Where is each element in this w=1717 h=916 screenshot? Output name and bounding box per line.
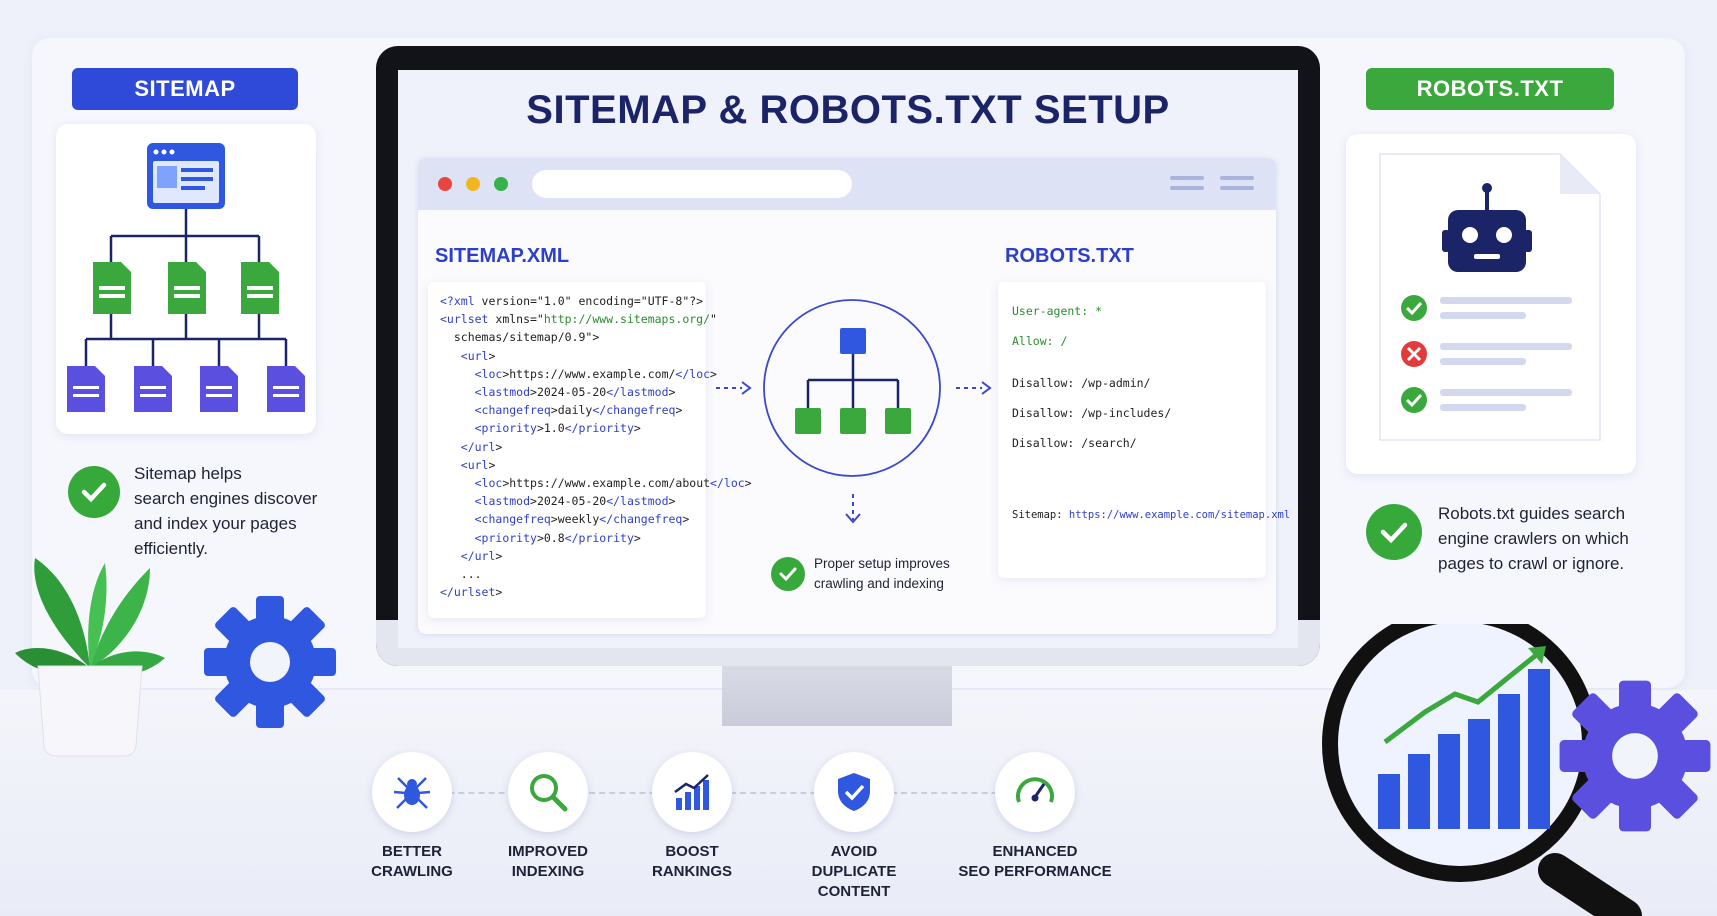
desc-line: and index your pages xyxy=(134,514,297,533)
sitemap-directive: Sitemap: https://www.example.com/sitemap… xyxy=(1012,506,1290,524)
code-line: </url> xyxy=(460,439,503,454)
desc-line: engine crawlers on which xyxy=(1438,529,1629,548)
robots-badge: ROBOTS.TXT xyxy=(1366,68,1614,110)
feature-better-crawling: BETTER CRAWLING xyxy=(356,752,468,882)
code-line: <priority>1.0</priority> xyxy=(474,421,641,436)
sitemap-label: Sitemap: xyxy=(1012,509,1063,521)
desc-line: search engines discover xyxy=(134,489,318,508)
note-line: Proper setup improves xyxy=(814,556,950,571)
robots-code-card: User-agent: * Allow: / Disallow: /wp-adm… xyxy=(998,282,1290,578)
gear-icon xyxy=(204,596,336,728)
code-line: <url> xyxy=(460,348,496,363)
sitemap-url-link[interactable]: https://www.example.com/sitemap.xml xyxy=(1068,509,1291,521)
feature-label: IMPROVED xyxy=(507,843,588,860)
sitemap-code-block: <?xml version="1.0" encoding="UTF-8"?> <u… xyxy=(440,292,752,601)
gauge-icon xyxy=(995,752,1075,832)
maximize-window-icon[interactable] xyxy=(494,177,508,191)
bar-chart-icon xyxy=(652,752,732,832)
magnifier-chart-icon xyxy=(1322,624,1642,916)
disallow-line: Disallow: /wp-admin/ xyxy=(1012,376,1151,390)
site-structure-diagram xyxy=(716,299,992,524)
sitemap-tree-card xyxy=(56,124,316,434)
code-line: <url> xyxy=(460,457,496,472)
sitemap-description: Sitemap helps search engines discover an… xyxy=(134,461,334,561)
code-line: <changefreq>daily</changefreq> xyxy=(474,403,683,418)
feature-label: SEO PERFORMANCE xyxy=(958,863,1112,880)
desc-line: efficiently. xyxy=(134,539,209,558)
feature-label: INDEXING xyxy=(511,863,585,880)
shield-check-icon xyxy=(814,752,894,832)
feature-label: ENHANCED xyxy=(992,843,1078,860)
feature-label: BOOST xyxy=(665,843,719,860)
gear-icon xyxy=(1559,680,1711,832)
setup-check-icon xyxy=(771,557,805,591)
feature-enhanced-seo-performance: ENHANCED SEO PERFORMANCE xyxy=(955,752,1115,882)
robots-document-card xyxy=(1346,134,1636,474)
page-title: SITEMAP & ROBOTS.TXT SETUP xyxy=(526,88,1170,132)
code-line: <loc>https://www.example.com/about</loc> xyxy=(474,476,752,491)
plant-icon xyxy=(15,558,165,757)
sitemap-xml-heading: SITEMAP.XML xyxy=(435,245,570,267)
disallow-line: Disallow: /wp-includes/ xyxy=(1012,406,1172,420)
minimize-window-icon[interactable] xyxy=(466,177,480,191)
user-agent-line: User-agent: * xyxy=(1012,304,1103,318)
code-line: <lastmod>2024-05-20</lastmod> xyxy=(474,385,676,400)
disallow-line: Disallow: /search/ xyxy=(1012,436,1137,450)
close-window-icon[interactable] xyxy=(438,177,452,191)
code-line: schemas/sitemap/0.9"> xyxy=(440,330,600,345)
code-line: <lastmod>2024-05-20</lastmod> xyxy=(474,494,676,509)
address-bar[interactable] xyxy=(532,170,852,198)
robot-document-icon xyxy=(1379,153,1601,441)
code-line: <?xml version="1.0" encoding="UTF-8"?> xyxy=(440,294,704,308)
spider-icon xyxy=(372,752,452,832)
feature-boost-rankings: BOOST RANKINGS xyxy=(636,752,748,882)
code-line: <urlset xmlns="http://www.sitemaps.org/" xyxy=(440,312,717,327)
note-line: crawling and indexing xyxy=(814,576,944,591)
magnifier-icon xyxy=(508,752,588,832)
menu-icon[interactable] xyxy=(1170,174,1260,196)
feature-avoid-duplicate-content: AVOID DUPLICATE CONTENT xyxy=(774,752,934,902)
feature-label: CRAWLING xyxy=(371,863,453,880)
feature-label: BETTER xyxy=(382,843,442,860)
sitemap-check-icon xyxy=(68,466,120,518)
setup-note: Proper setup improves crawling and index… xyxy=(814,554,950,594)
desc-line: Sitemap helps xyxy=(134,464,242,483)
feature-label: RANKINGS xyxy=(651,863,732,880)
desc-line: pages to crawl or ignore. xyxy=(1438,554,1625,573)
feature-label: DUPLICATE CONTENT xyxy=(811,863,897,900)
sitemap-code-card: <?xml version="1.0" encoding="UTF-8"?> <u… xyxy=(428,282,752,618)
allow-line: Allow: / xyxy=(1012,334,1068,348)
code-line: </url> xyxy=(460,548,503,563)
code-line: <priority>0.8</priority> xyxy=(474,530,641,545)
monitor-stand xyxy=(722,666,952,726)
desc-line: Robots.txt guides search xyxy=(1438,504,1626,523)
feature-label: AVOID xyxy=(830,843,878,860)
sitemap-badge: SITEMAP xyxy=(72,68,298,110)
robots-description: Robots.txt guides search engine crawlers… xyxy=(1438,501,1688,576)
code-line: ... xyxy=(440,567,482,582)
code-line: <loc>https://www.example.com/</loc> xyxy=(474,366,717,381)
robots-check-icon xyxy=(1366,504,1422,560)
code-line: <changefreq>weekly</changefreq> xyxy=(474,512,690,527)
code-line: </urlset> xyxy=(440,585,503,600)
feature-improved-indexing: IMPROVED INDEXING xyxy=(492,752,604,882)
sitemap-tree-icon xyxy=(67,143,305,412)
robots-txt-heading: ROBOTS.TXT xyxy=(1005,245,1134,267)
